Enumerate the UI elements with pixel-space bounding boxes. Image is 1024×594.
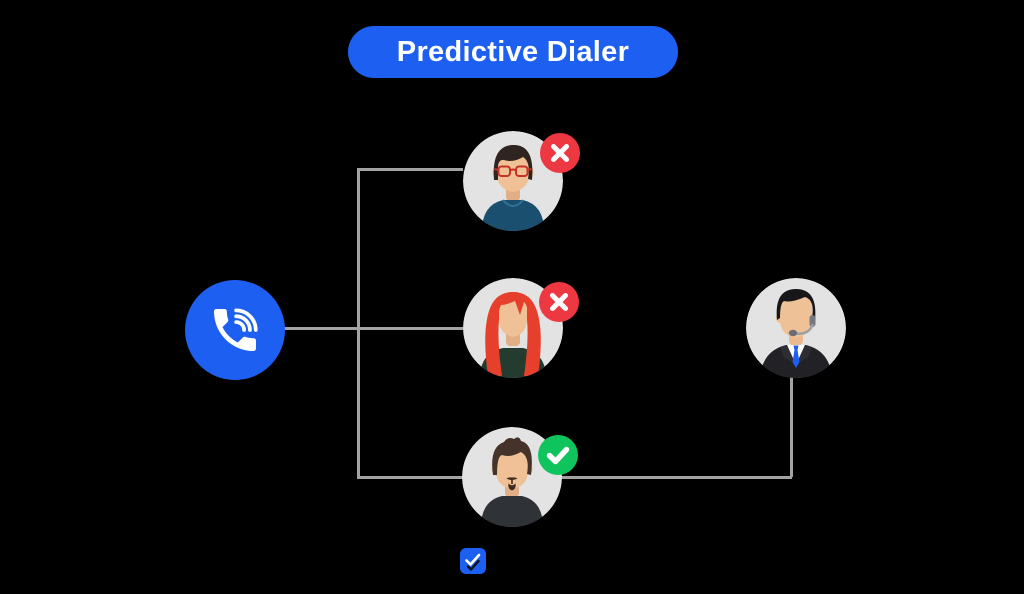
check-glyph — [546, 446, 570, 465]
page-title: Predictive Dialer — [396, 35, 630, 68]
footer-logo — [460, 548, 486, 574]
connector-to-contact-1 — [357, 168, 463, 171]
contact-2-avatar — [463, 278, 563, 378]
call-answered-badge — [538, 435, 578, 475]
signal-waves-icon — [234, 308, 258, 332]
connector-trunk — [357, 168, 360, 479]
connector-phone-to-contact-2 — [283, 327, 463, 330]
phone-in-talk-icon — [214, 308, 258, 351]
check-glyph-white — [465, 553, 481, 566]
headset-icon — [788, 315, 816, 337]
title-banner: Predictive Dialer — [348, 26, 678, 78]
blue-tie-icon — [792, 345, 800, 368]
dialer-phone-circle — [185, 280, 285, 380]
support-agent-avatar — [746, 278, 846, 378]
x-badge-icon — [540, 133, 580, 173]
agent-avatar — [746, 278, 846, 378]
goatee-icon — [506, 477, 518, 491]
connector-agent-drop — [790, 377, 793, 477]
man-goatee-avatar — [462, 427, 562, 527]
x-glyph — [551, 144, 569, 162]
woman-redhair-avatar — [463, 278, 563, 378]
contact-3-avatar — [462, 427, 562, 527]
call-declined-badge-2 — [539, 282, 579, 322]
contact-1-avatar — [463, 131, 563, 231]
check-glyph-dark — [466, 559, 480, 571]
call-declined-badge-1 — [540, 133, 580, 173]
x-badge-icon — [539, 282, 579, 322]
check-badge-icon — [538, 435, 578, 475]
x-glyph — [550, 293, 568, 311]
connector-contact-3-to-agent — [561, 476, 792, 479]
connector-to-contact-3 — [357, 476, 463, 479]
red-glasses-icon — [494, 165, 532, 177]
double-check-logo-icon — [460, 548, 486, 574]
man-glasses-avatar — [463, 131, 563, 231]
